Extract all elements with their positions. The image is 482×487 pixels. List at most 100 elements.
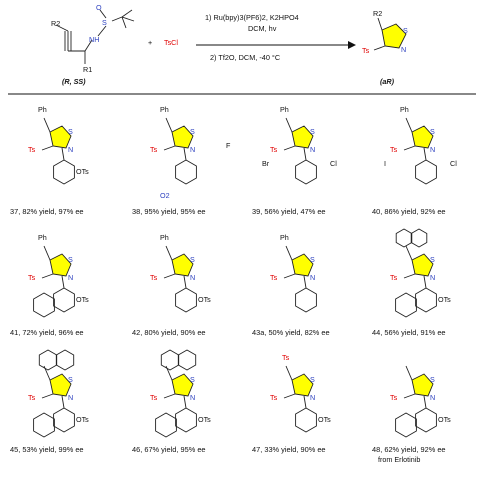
reaction-arrow: 1) Ru(bpy)3(PF6)2, K2HPO4 DCM, hv 2) Tf2… <box>196 13 356 62</box>
sulfur-atom: S <box>430 127 435 136</box>
product-ts: Ts <box>362 46 370 55</box>
tosyl-label: Ts <box>390 273 398 282</box>
nitrogen-atom: N <box>310 273 315 282</box>
fused-ring <box>395 412 417 438</box>
isothiazole-ring <box>411 125 434 149</box>
isothiazole-highlight <box>292 126 313 148</box>
ots-label: OTs <box>76 295 89 304</box>
isothiazole-ring <box>49 373 72 397</box>
isothiazole-highlight <box>292 254 313 276</box>
lower-aryl-ring <box>295 287 317 313</box>
tosyl-label: Ts <box>28 145 36 154</box>
sulfur-atom: S <box>430 255 435 264</box>
fused-ring <box>33 412 55 438</box>
fused-ring <box>33 292 55 318</box>
ots-label: OTs <box>318 415 331 424</box>
aryl-ring <box>410 228 428 248</box>
aryl-ring <box>177 349 197 371</box>
nitrogen-atom: N <box>430 273 435 282</box>
tosyl-label: Ts <box>150 145 158 154</box>
sulfur-atom: S <box>310 375 315 384</box>
ots-label: OTs <box>76 415 89 424</box>
tosyl-label: Ts <box>390 393 398 402</box>
product-r2: R2 <box>373 9 382 18</box>
sulfur-atom: S <box>310 127 315 136</box>
entry-caption: 43a, 50% yield, 82% ee <box>252 328 330 337</box>
entry-caption: 46, 67% yield, 95% ee <box>132 445 206 454</box>
tosyl-label: Ts <box>28 393 36 402</box>
sulfur-label: S <box>102 18 107 27</box>
sulfonyl-label: O2 <box>160 191 170 200</box>
phenyl-label: Ph <box>400 105 409 114</box>
isothiazole-ring <box>291 253 314 277</box>
fluoro-label: F <box>226 141 231 150</box>
aryl-ring <box>160 349 180 371</box>
ots-label: OTs <box>438 295 451 304</box>
ots-label: OTs <box>438 415 451 424</box>
plus-sign: + <box>148 38 152 47</box>
sulfur-atom: S <box>190 127 195 136</box>
iodo-label: I <box>384 159 386 168</box>
entry-caption: 39, 56% yield, 47% ee <box>252 207 326 216</box>
lower-aryl-ring <box>175 287 197 313</box>
condition-line-2: DCM, hv <box>248 24 277 33</box>
entry-caption: 38, 95% yield, 95% ee <box>132 207 206 216</box>
entry-caption: 40, 86% yield, 92% ee <box>372 207 446 216</box>
nitrogen-atom: N <box>310 393 315 402</box>
aryl-ring <box>38 349 58 371</box>
fused-ring <box>395 292 417 318</box>
aryl-ring <box>55 349 75 371</box>
entry-caption: 45, 53% yield, 99% ee <box>10 445 84 454</box>
sulfur-atom: S <box>190 255 195 264</box>
entry-caption: 44, 56% yield, 91% ee <box>372 328 446 337</box>
isothiazole-ring <box>49 125 72 149</box>
nitrogen-atom: N <box>68 145 73 154</box>
nitrogen-atom: N <box>310 145 315 154</box>
nitrogen-atom: N <box>190 145 195 154</box>
tosyl-label: Ts <box>150 273 158 282</box>
sulfur-atom: S <box>68 375 73 384</box>
substrate-structure: R2 S O NH R1 (R, SS) <box>51 3 135 86</box>
chloro-label: Cl <box>450 159 457 168</box>
nitrogen-atom: N <box>430 145 435 154</box>
isothiazole-highlight <box>50 126 71 148</box>
lower-aryl-ring <box>53 287 75 313</box>
r2-label: R2 <box>51 19 60 28</box>
isothiazole-highlight <box>292 374 313 396</box>
phenyl-label: Ph <box>280 105 289 114</box>
tosyl-label: Ts <box>270 273 278 282</box>
condition-line-1: 1) Ru(bpy)3(PF6)2, K2HPO4 <box>205 13 299 22</box>
phenyl-label: Ph <box>280 233 289 242</box>
isothiazole-ring <box>411 373 434 397</box>
aryl-ring <box>395 228 413 248</box>
isothiazole-highlight <box>412 374 433 396</box>
isothiazole-ring <box>171 373 194 397</box>
product-structure: R2 Ts S N (aR) <box>362 9 408 86</box>
isothiazole-highlight <box>50 254 71 276</box>
halide-label: Br <box>262 159 270 168</box>
nitrogen-atom: N <box>430 393 435 402</box>
sulfur-atom: S <box>190 375 195 384</box>
lower-aryl-ring <box>295 159 317 185</box>
lower-aryl-ring <box>53 159 75 185</box>
isothiazole-ring <box>291 125 314 149</box>
isothiazole-highlight <box>172 374 193 396</box>
product-n: N <box>401 45 406 54</box>
tosyl-label: Ts <box>270 393 278 402</box>
isothiazole-ring <box>171 125 194 149</box>
entry-caption: 42, 80% yield, 90% ee <box>132 328 206 337</box>
lower-aryl-ring <box>295 407 317 433</box>
ots-label: OTs <box>198 415 211 424</box>
lower-aryl-ring <box>415 159 437 185</box>
isothiazole-ring <box>171 253 194 277</box>
